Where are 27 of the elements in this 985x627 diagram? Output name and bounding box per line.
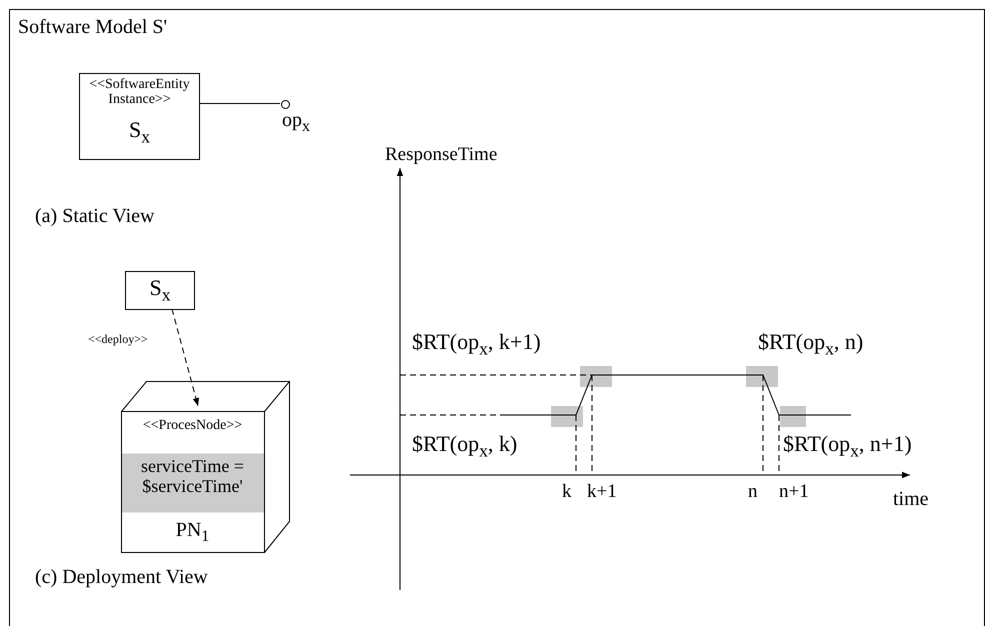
edge-label: <<deploy>> (88, 333, 148, 346)
axis-title: time (893, 488, 929, 510)
axis-title: ResponseTime (385, 145, 498, 166)
interface-circle (281, 100, 290, 109)
value-label: $RT(op$_{x}$, k) (412, 432, 518, 456)
value-label: $RT(op$_{x}$, k+1) (412, 330, 541, 354)
tick-label: k+1 (587, 482, 617, 503)
view-caption: (a) Static View (35, 205, 155, 227)
tick-label: n (748, 482, 758, 503)
attribute-text: serviceTime = $serviceTime' (140, 457, 245, 497)
dependency-arrow (172, 308, 200, 406)
component-name: S$_{x}$ (148, 276, 172, 300)
node-cube (121, 381, 290, 553)
component-box (79, 73, 200, 160)
stereotype-text: <<ProcesNode>> (142, 418, 244, 434)
tick-label: n+1 (779, 482, 809, 503)
interface-label: op$_{x}$ (282, 109, 310, 131)
component-box (125, 271, 195, 310)
component-name: S$_{x}$ (128, 118, 152, 142)
value-label: $RT(op$_{x}$, n+1) (783, 432, 912, 456)
value-label: $RT(op$_{x}$, n) (758, 330, 864, 354)
stereotype-text: <<SoftwareEntity Instance>> (88, 77, 191, 108)
frame-title: Software Model S' (18, 16, 168, 38)
connector-line (198, 103, 280, 104)
node-name: PN$_{1}$ (174, 519, 210, 541)
tick-label: k (562, 482, 572, 503)
view-caption: (c) Deployment View (35, 566, 208, 588)
